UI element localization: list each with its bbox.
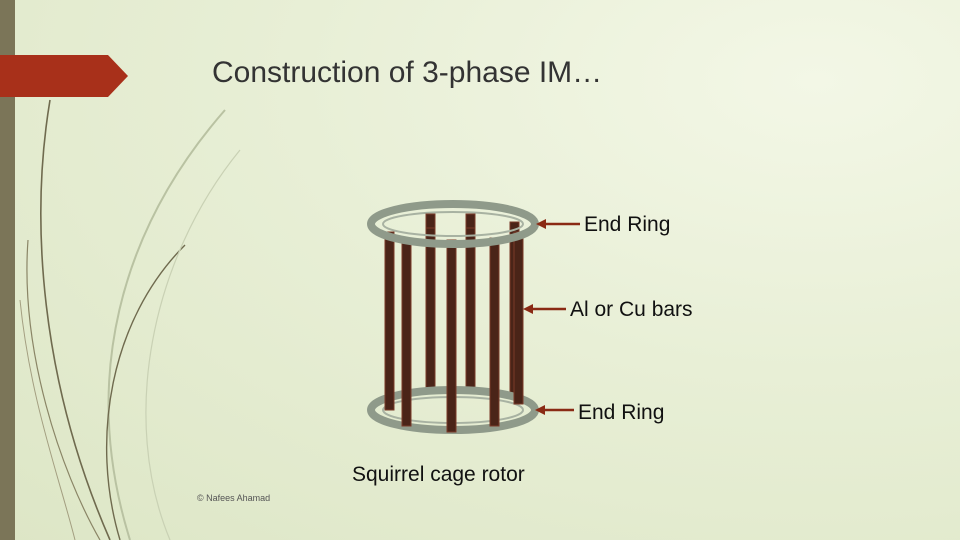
rotor-bar	[513, 231, 524, 405]
label-bars: Al or Cu bars	[570, 298, 693, 321]
left-sidebar-strip	[0, 0, 15, 540]
footer-copyright: © Nafees Ahamad	[197, 493, 271, 503]
accent-tab-shape	[0, 55, 128, 97]
top-end-ring-inner	[382, 211, 524, 237]
top-end-ring	[367, 200, 539, 248]
arrow-bars	[523, 304, 566, 314]
title-accent-tab	[0, 55, 128, 97]
rotor-bar	[446, 239, 457, 433]
rotor-bar	[401, 237, 412, 427]
diagram-caption: Squirrel cage rotor	[352, 463, 525, 486]
rotor-bar	[489, 237, 500, 427]
arrow-top-ring	[536, 219, 580, 229]
label-top-end-ring: End Ring	[584, 213, 671, 236]
rotor-bar	[384, 231, 395, 411]
label-bottom-end-ring: End Ring	[578, 401, 665, 424]
rotor-bar-top	[465, 213, 476, 229]
slide-title: Construction of 3-phase IM…	[212, 56, 603, 89]
rotor-bar-top	[425, 213, 436, 229]
arrow-bottom-ring	[535, 405, 574, 415]
